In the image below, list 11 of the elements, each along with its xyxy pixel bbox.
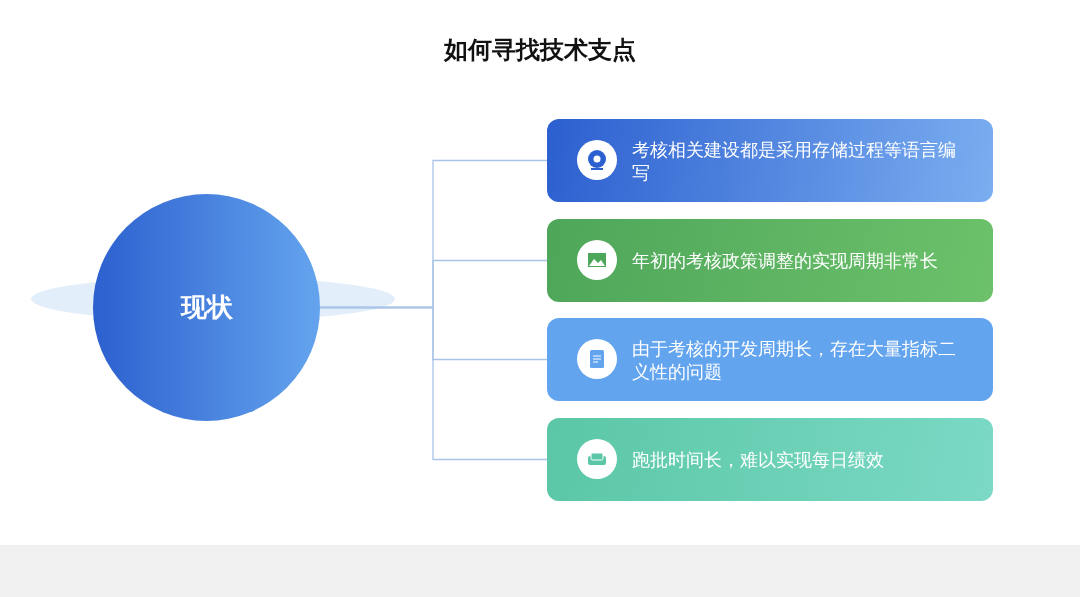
- item-text: 由于考核的开发周期长，存在大量指标二义性的问题: [632, 336, 957, 383]
- item-box: [547, 119, 993, 202]
- item-box: [547, 219, 993, 302]
- connector-line: [319, 306, 548, 461]
- circle-label: 现状: [180, 291, 233, 324]
- item-text: 跑批时间长，难以实现每日绩效: [632, 448, 884, 471]
- item-box: [547, 418, 993, 501]
- title: 如何寻找技术支点: [443, 35, 637, 66]
- item-text: 年初的考核政策调整的实现周期非常长: [632, 249, 938, 272]
- item-text: 考核相关建设都是采用存储过程等语言编写: [632, 137, 957, 184]
- item-box: [547, 318, 993, 401]
